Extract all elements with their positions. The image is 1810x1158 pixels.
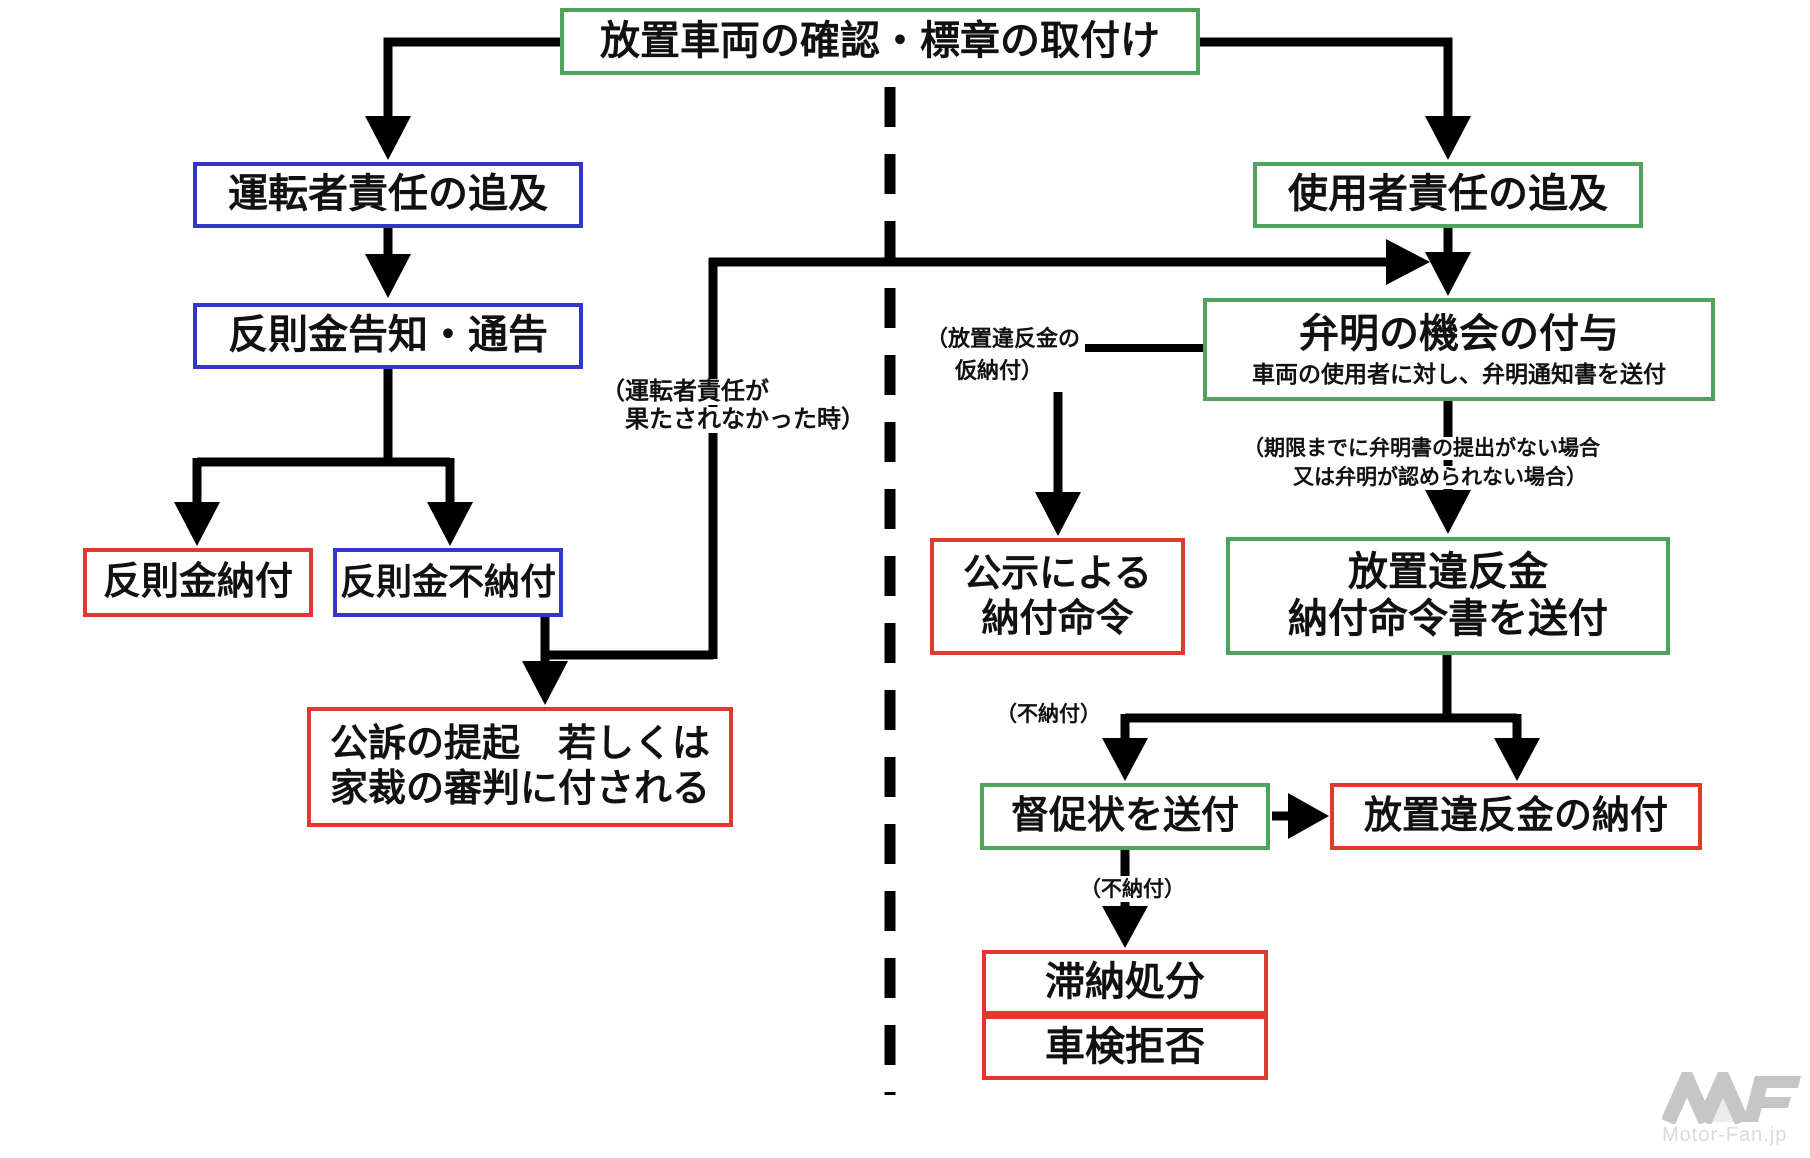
watermark-text: Motor-Fan.jp [1662, 1124, 1788, 1146]
annotation-driver-unfulfilled-line1: （運転者責任が [598, 378, 772, 406]
node-explanation-title: 弁明の機会の付与 [1299, 312, 1619, 357]
arrowhead-down-icon [1425, 490, 1471, 534]
node-violation-fee-payment-label: 放置違反金の納付 [1363, 795, 1668, 838]
line-start-to-user [1200, 37, 1453, 120]
node-vehicle-inspection-refusal: 車検拒否 [982, 1015, 1268, 1080]
node-fine-paid: 反則金納付 [83, 548, 313, 617]
annotation-provisional-payment-line2: 仮納付） [952, 358, 1047, 384]
annotation-nonpayment-top: （不納付） [993, 703, 1104, 727]
node-fine-unpaid-label: 反則金不納付 [339, 561, 556, 603]
node-fine-notification: 反則金告知・通告 [193, 303, 583, 369]
arrowhead-down-icon [1102, 738, 1148, 781]
arrowhead-down-icon [522, 661, 568, 705]
node-prosecution-line2: 家裁の審判に付される [329, 768, 710, 810]
node-demand-letter: 督促状を送付 [980, 783, 1270, 850]
node-explanation-subtitle: 車両の使用者に対し、弁明通知書を送付 [1252, 360, 1666, 387]
node-violation-fee-payment: 放置違反金の納付 [1330, 783, 1702, 850]
arrowhead-down-icon [1425, 252, 1471, 296]
arrowhead-right-icon [1386, 239, 1430, 285]
node-inspection-refusal-label: 車検拒否 [1045, 1024, 1205, 1069]
annotation-no-explanation-line1: （期限までに弁明書の提出がない場合 [1240, 437, 1603, 461]
annotation-nonpayment-bottom: （不納付） [1077, 878, 1188, 902]
node-prosecution-line1: 公訴の提起 若しくは [329, 723, 710, 766]
node-fine-notification-label: 反則金告知・通告 [228, 313, 548, 358]
node-driver-responsibility-label: 運転者責任の追及 [228, 172, 548, 217]
arrowhead-down-icon [1035, 492, 1081, 536]
node-fine-unpaid: 反則金不納付 [333, 548, 563, 617]
node-public-notice-line2: 納付命令 [981, 597, 1134, 640]
node-payment-order: 放置違反金 納付命令書を送付 [1226, 537, 1670, 655]
node-start: 放置車両の確認・標章の取付け [560, 8, 1200, 75]
arrowhead-down-icon [365, 116, 411, 160]
arrowhead-down-icon [1425, 116, 1471, 160]
node-delinquency-disposition: 滞納処分 [982, 950, 1268, 1015]
node-start-label: 放置車両の確認・標章の取付け [600, 18, 1160, 63]
annotation-provisional-payment-line1: （放置違反金の [923, 326, 1084, 352]
arrowhead-down-icon [174, 502, 220, 546]
annotation-no-explanation-line2: 又は弁明が認められない場合） [1290, 466, 1590, 490]
node-public-notice-line1: 公示による [963, 552, 1152, 595]
arrowhead-right-icon [1288, 793, 1329, 839]
line-start-to-driver [383, 37, 560, 120]
arrowhead-down-icon [365, 254, 411, 298]
node-driver-responsibility: 運転者責任の追及 [193, 162, 583, 228]
node-user-responsibility-label: 使用者責任の追及 [1288, 172, 1608, 217]
node-demand-letter-label: 督促状を送付 [1010, 795, 1239, 838]
node-delinquency-label: 滞納処分 [1045, 959, 1205, 1004]
node-prosecution: 公訴の提起 若しくは 家裁の審判に付される [307, 707, 733, 827]
node-user-responsibility: 使用者責任の追及 [1253, 162, 1643, 228]
arrowhead-down-icon [427, 502, 473, 546]
node-payment-order-line1: 放置違反金 [1348, 549, 1548, 594]
arrowhead-down-icon [1494, 738, 1540, 781]
arrowhead-down-icon [1102, 906, 1148, 948]
watermark: Motor-Fan.jp [1661, 1060, 1802, 1148]
node-fine-paid-label: 反則金納付 [102, 561, 293, 604]
node-explanation-opportunity: 弁明の機会の付与 車両の使用者に対し、弁明通知書を送付 [1203, 298, 1715, 401]
motor-fan-logo-icon [1661, 1060, 1801, 1126]
annotation-driver-unfulfilled-line2: 果たされなかった時） [622, 406, 868, 434]
node-payment-order-line2: 納付命令書を送付 [1288, 597, 1608, 641]
node-public-notice-order: 公示による 納付命令 [930, 538, 1185, 655]
